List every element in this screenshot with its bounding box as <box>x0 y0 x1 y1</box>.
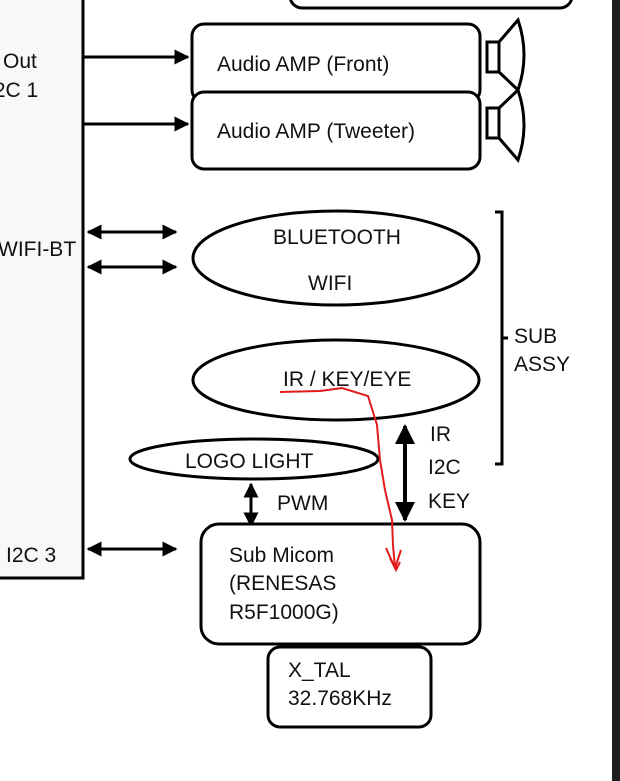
ir-signal-label: IR <box>430 423 451 446</box>
main-chip-label-i2c1: I2C 1 <box>0 79 38 102</box>
main-chip-label-out: Out <box>3 50 37 73</box>
ir-key-eye-module <box>191 338 481 422</box>
speaker-front-icon <box>485 17 526 93</box>
pwm-label: PWM <box>277 492 328 515</box>
sub-micom-label-3: R5F1000G) <box>229 601 339 624</box>
speaker-tweeter-icon <box>485 87 526 163</box>
top-cropped-block <box>289 0 573 10</box>
audio-amp-front-label: Audio AMP (Front) <box>217 53 389 76</box>
audio-amp-tweeter-label: Audio AMP (Tweeter) <box>217 120 415 143</box>
logo-light-label: LOGO LIGHT <box>185 450 314 473</box>
sub-assy-label-1: SUB <box>514 325 557 348</box>
wifi-label: WIFI <box>308 272 352 295</box>
bluetooth-label: BLUETOOTH <box>273 226 401 249</box>
xtal-label-2: 32.768KHz <box>288 687 392 710</box>
sub-micom-block <box>199 522 482 646</box>
sub-micom-label-1: Sub Micom <box>229 544 334 567</box>
sub-micom-label-2: (RENESAS <box>229 572 336 595</box>
main-chip-label-wifi-bt: WIFI-BT <box>0 238 76 261</box>
bluetooth-wifi-module <box>191 209 481 307</box>
sub-assy-label-2: ASSY <box>514 353 570 376</box>
i2c-signal-label: I2C <box>428 456 461 479</box>
logo-light-module <box>128 437 380 481</box>
ir-key-eye-label: IR / KEY/EYE <box>283 368 411 391</box>
xtal-label-1: X_TAL <box>288 659 351 682</box>
red-annotation-arrow <box>279 386 402 573</box>
sub-assy-bracket <box>495 210 508 466</box>
main-chip-label-i2c3: I2C 3 <box>6 544 56 567</box>
main-chip-block <box>0 0 85 580</box>
key-signal-label: KEY <box>428 490 470 513</box>
audio-amp-tweeter-block <box>190 90 482 171</box>
xtal-block <box>266 645 433 729</box>
window-edge <box>612 0 620 781</box>
